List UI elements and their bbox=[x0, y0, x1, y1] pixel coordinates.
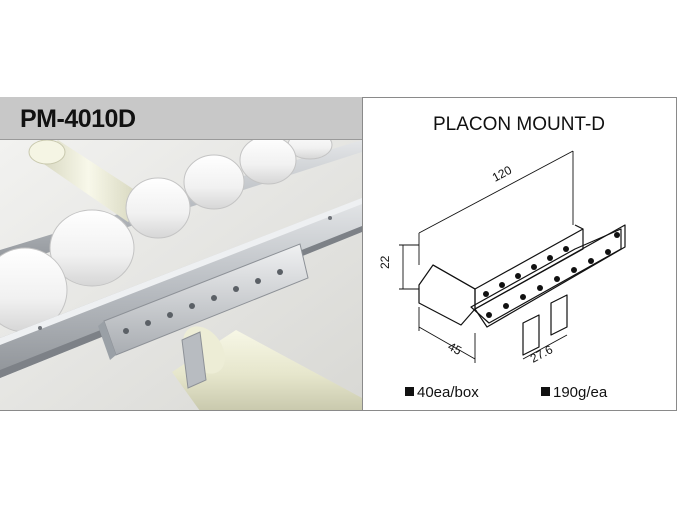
spec-packing: 40ea/box bbox=[405, 384, 479, 401]
bullet-square-icon bbox=[405, 387, 414, 396]
dim-height: 22 bbox=[378, 255, 392, 269]
photo-panel: PM-4010D bbox=[0, 97, 363, 410]
product-photo bbox=[0, 140, 362, 410]
dim-length: 120 bbox=[490, 163, 515, 185]
dim-width: 45 bbox=[446, 339, 465, 358]
drawing-panel: PLACON MOUNT-D bbox=[363, 97, 675, 410]
dimension-drawing: 120 22 45 27.6 bbox=[378, 150, 626, 366]
product-card: PM-4010D bbox=[0, 97, 677, 411]
product-name: PLACON MOUNT-D bbox=[432, 114, 606, 135]
spec-packing-text: 40ea/box bbox=[417, 384, 479, 401]
dim-flange: 27.6 bbox=[528, 342, 555, 365]
spec-weight: 190g/ea bbox=[541, 384, 607, 401]
bullet-square-icon bbox=[541, 387, 550, 396]
title-bar: PM-4010D bbox=[0, 97, 362, 140]
spec-weight-text: 190g/ea bbox=[553, 384, 608, 401]
model-code: PM-4010D bbox=[20, 105, 136, 133]
